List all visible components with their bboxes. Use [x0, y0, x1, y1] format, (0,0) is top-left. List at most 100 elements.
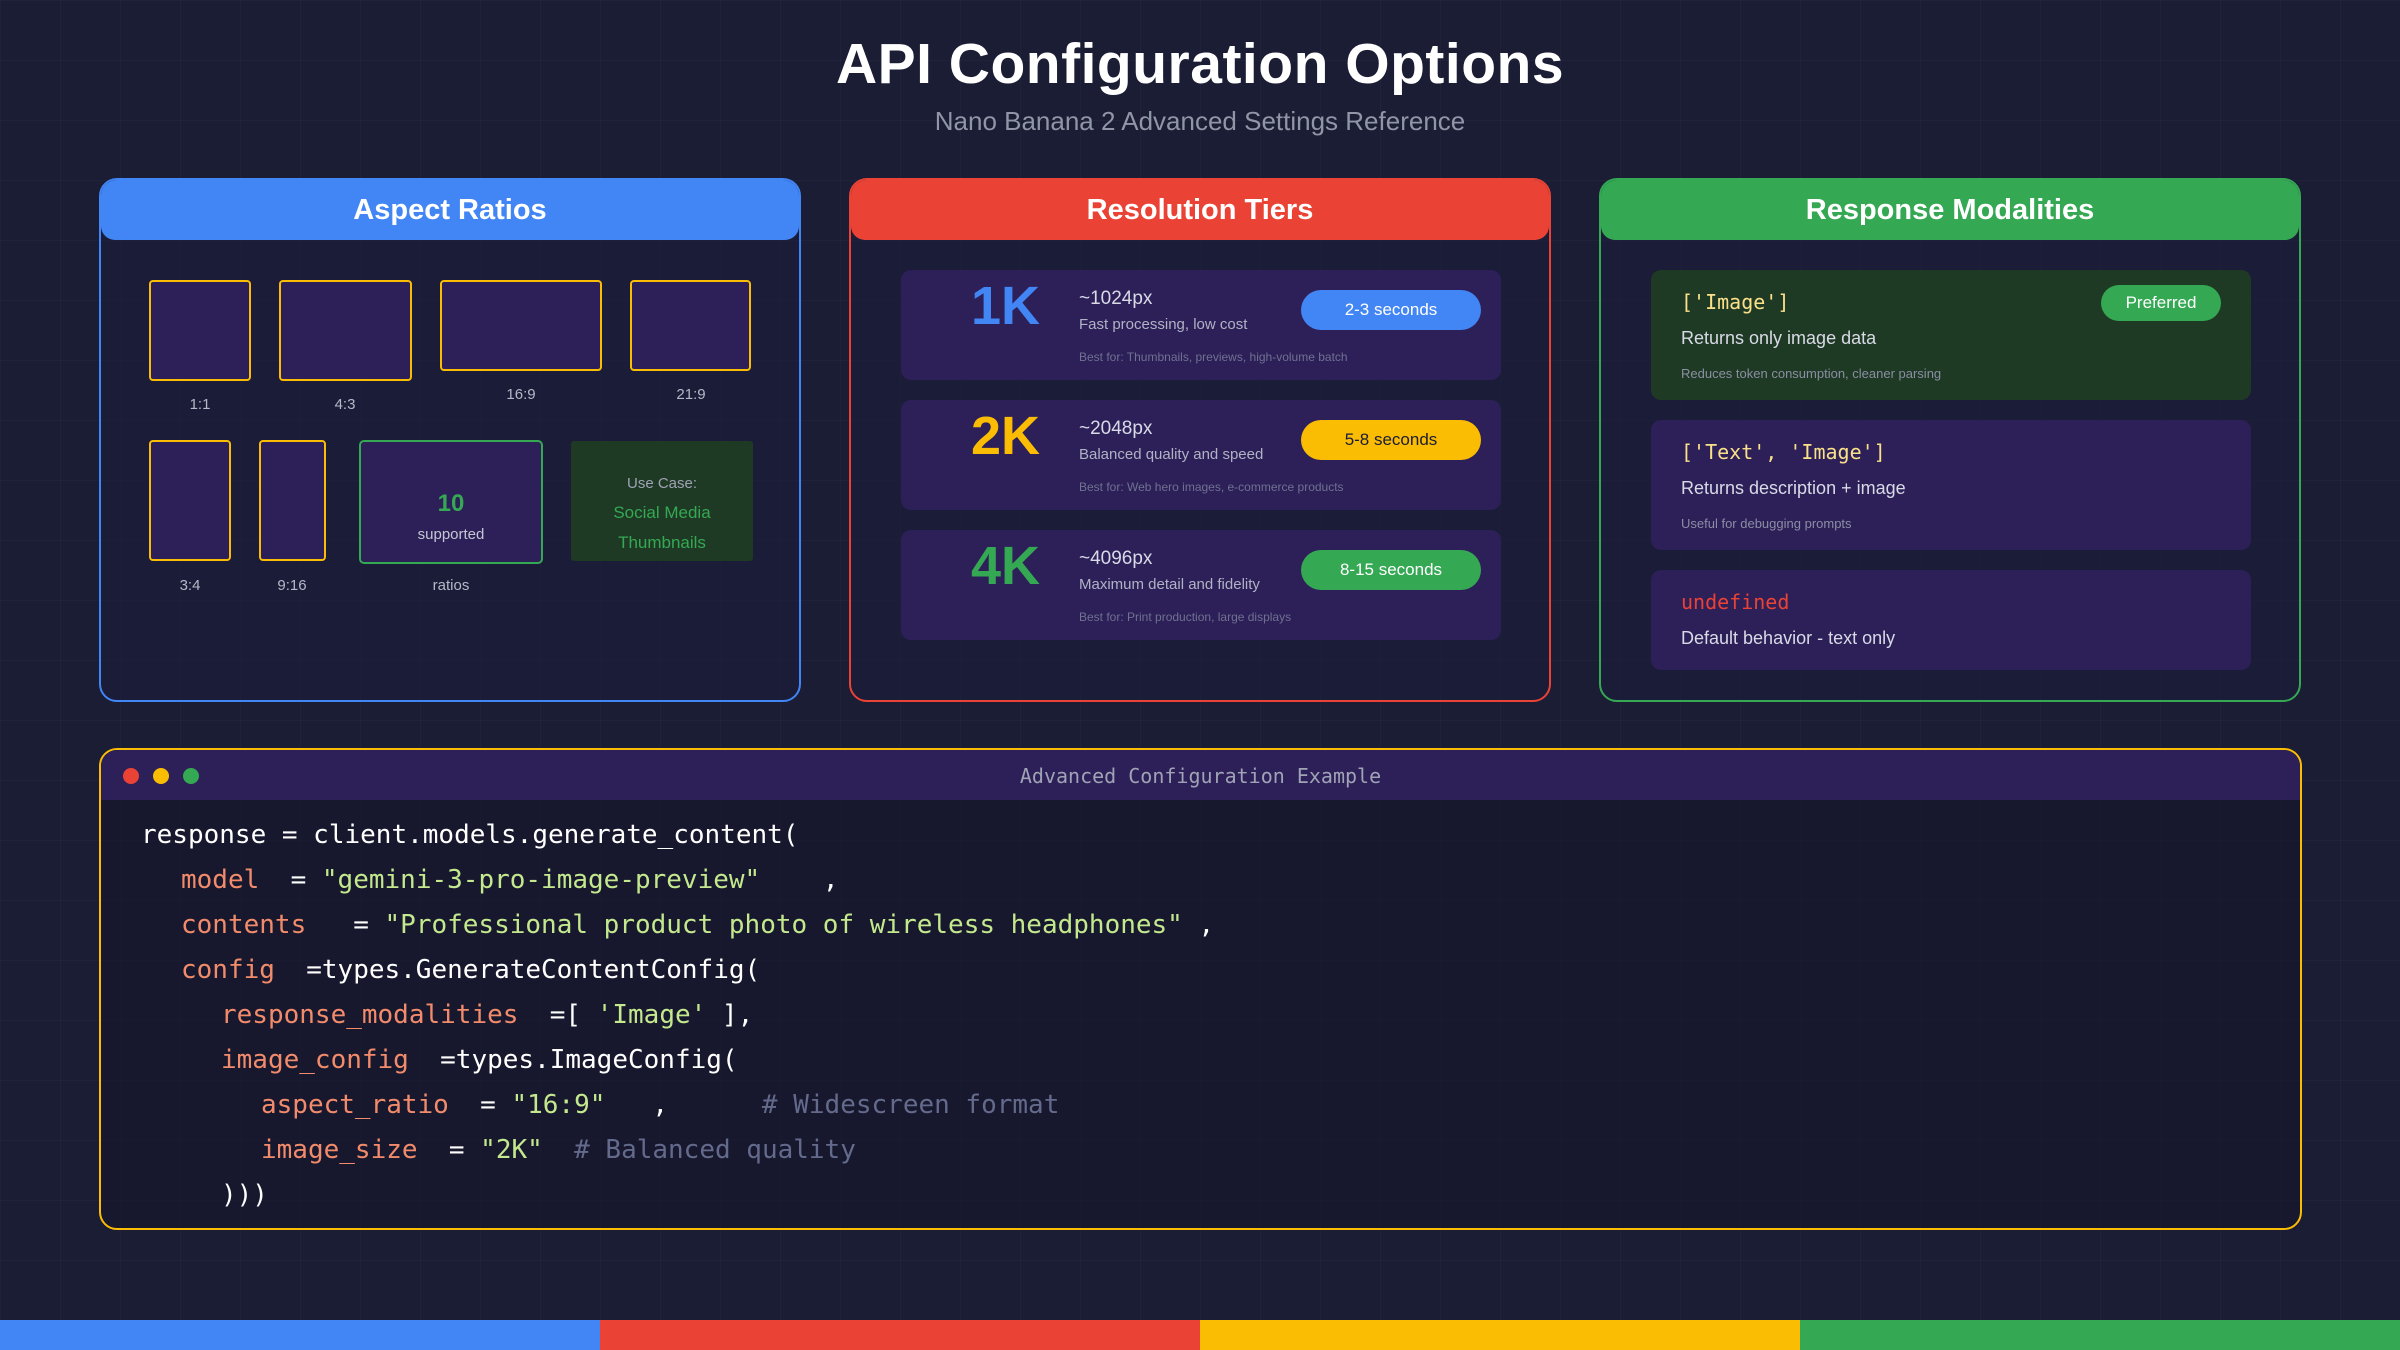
use-case-label: Use Case: [626, 475, 698, 492]
ratio-count-box: 10 supported [359, 440, 543, 564]
code-token: contents [181, 910, 307, 940]
tier-label: 4K [971, 536, 1041, 596]
response-modalities-title: Response Modalities [1601, 180, 2299, 240]
code-token: , [605, 1090, 669, 1120]
tier-time-badge: 8-15 seconds [1301, 550, 1481, 590]
ratio-4-3-shape [279, 280, 412, 381]
code-token: # Balanced quality [542, 1135, 856, 1165]
tier-label: 1K [971, 276, 1041, 336]
code-token: aspect_ratio [261, 1090, 449, 1120]
minimize-dot-icon [153, 768, 169, 784]
code-token: 'Image' [596, 1000, 707, 1030]
code-token: model [181, 865, 260, 895]
code-token: "2K" [480, 1135, 543, 1165]
code-token: , [1182, 910, 1215, 940]
code-token: =[ [518, 1000, 597, 1030]
code-token: ], [706, 1000, 754, 1030]
ratio-label: 21:9 [676, 386, 706, 403]
code-token: = [448, 1090, 512, 1120]
code-token: , [760, 865, 839, 895]
modality-card-image: ['Image'] Preferred Returns only image d… [1651, 270, 2251, 400]
footer-bar-blue [0, 1320, 600, 1350]
tier-card-2k: 2K ~2048px Balanced quality and speed Be… [901, 400, 1501, 510]
footer-bar-yellow [1200, 1320, 1800, 1350]
tier-best-for: Best for: Print production, large displa… [1079, 610, 1292, 624]
ratio-count: 10 [437, 490, 465, 517]
ratio-label: 1:1 [189, 396, 211, 413]
ratio-label: 9:16 [277, 577, 307, 594]
use-case-line: Social Media [613, 503, 711, 522]
modality-code: ['Image'] [1681, 290, 1790, 314]
response-modalities-panel: Response Modalities ['Image'] Preferred … [1599, 178, 2301, 702]
code-title-bar: Advanced Configuration Example [101, 750, 2300, 800]
ratio-3-4-shape [149, 440, 231, 561]
aspect-ratios-title: Aspect Ratios [101, 180, 799, 240]
tier-card-4k: 4K ~4096px Maximum detail and fidelity B… [901, 530, 1501, 640]
code-token: = [259, 865, 322, 895]
code-line: image_config =types.ImageConfig( [221, 1045, 738, 1075]
code-token: image_size [261, 1135, 418, 1165]
tier-description: Balanced quality and speed [1079, 446, 1264, 463]
code-token: "gemini-3-pro-image-preview" [321, 865, 761, 895]
tier-description: Maximum detail and fidelity [1079, 576, 1260, 593]
preferred-badge: Preferred [2101, 285, 2221, 321]
code-line: contents = "Professional product photo o… [181, 910, 1214, 940]
modality-description: Returns description + image [1681, 478, 1906, 498]
modality-note: Reduces token consumption, cleaner parsi… [1681, 366, 1942, 381]
use-case-line: Thumbnails [618, 533, 706, 552]
code-token: = [306, 910, 385, 940]
code-token: "16:9" [511, 1090, 606, 1120]
ratio-1-1-shape [149, 280, 251, 381]
code-token: image_config [221, 1045, 409, 1075]
tier-label: 2K [971, 406, 1041, 466]
modality-code: undefined [1681, 590, 1790, 614]
code-token: # Widescreen format [668, 1090, 1060, 1120]
resolution-tiers-title: Resolution Tiers [851, 180, 1549, 240]
footer-bar-red [600, 1320, 1200, 1350]
tier-time-badge: 5-8 seconds [1301, 420, 1481, 460]
footer-bar-green [1800, 1320, 2400, 1350]
close-dot-icon [123, 768, 139, 784]
use-case-box: Use Case: Social Media Thumbnails [571, 441, 753, 561]
ratio-count-sub: supported [417, 526, 485, 543]
ratio-label: 4:3 [334, 396, 356, 413]
code-token: response = client.models.generate_conten… [141, 820, 799, 850]
code-token: response_modalities [221, 1000, 519, 1030]
page-title: API Configuration Options [835, 32, 1565, 96]
tier-card-1k: 1K ~1024px Fast processing, low cost Bes… [901, 270, 1501, 380]
tier-description: Fast processing, low cost [1079, 316, 1248, 333]
ratio-label: 3:4 [179, 577, 201, 594]
code-token: config [181, 955, 275, 985]
code-token: = [417, 1135, 481, 1165]
ratio-16-9-shape [440, 280, 602, 371]
code-title: Advanced Configuration Example [1019, 764, 1382, 788]
ratio-9-16-shape [259, 440, 326, 561]
page-subtitle: Nano Banana 2 Advanced Settings Referenc… [934, 106, 1466, 136]
tier-pixels: ~4096px [1079, 548, 1153, 569]
code-line: model = "gemini-3-pro-image-preview" , [181, 865, 838, 895]
code-line: image_size = "2K" # Balanced quality [261, 1135, 856, 1165]
code-token: "Professional product photo of wireless … [384, 910, 1183, 940]
modality-description: Returns only image data [1681, 328, 1877, 348]
code-line: response = client.models.generate_conten… [141, 820, 798, 850]
modality-code: ['Text', 'Image'] [1681, 440, 1886, 464]
code-line: aspect_ratio = "16:9" , # Widescreen for… [261, 1090, 1059, 1120]
code-token: =types.GenerateContentConfig( [274, 955, 761, 985]
modality-description: Default behavior - text only [1681, 628, 1896, 648]
ratio-21-9-shape [630, 280, 751, 371]
aspect-ratios-panel: Aspect Ratios 1:1 4:3 16:9 21:9 3:4 9:16… [99, 178, 801, 702]
tier-best-for: Best for: Web hero images, e-commerce pr… [1079, 480, 1344, 494]
maximize-dot-icon [183, 768, 199, 784]
modality-note: Useful for debugging prompts [1681, 516, 1852, 531]
tier-pixels: ~2048px [1079, 418, 1153, 439]
code-line: config =types.GenerateContentConfig( [181, 955, 760, 985]
code-line: ))) [221, 1180, 268, 1210]
code-token: ))) [221, 1180, 268, 1210]
modality-card-text-image: ['Text', 'Image'] Returns description + … [1651, 420, 2251, 550]
code-example-panel: Advanced Configuration Example response … [99, 748, 2302, 1230]
ratio-count-label: ratios [432, 577, 470, 594]
tier-best-for: Best for: Thumbnails, previews, high-vol… [1079, 350, 1348, 364]
code-line: response_modalities =[ 'Image' ], [221, 1000, 753, 1030]
tier-pixels: ~1024px [1079, 288, 1153, 309]
code-token: =types.ImageConfig( [408, 1045, 738, 1075]
